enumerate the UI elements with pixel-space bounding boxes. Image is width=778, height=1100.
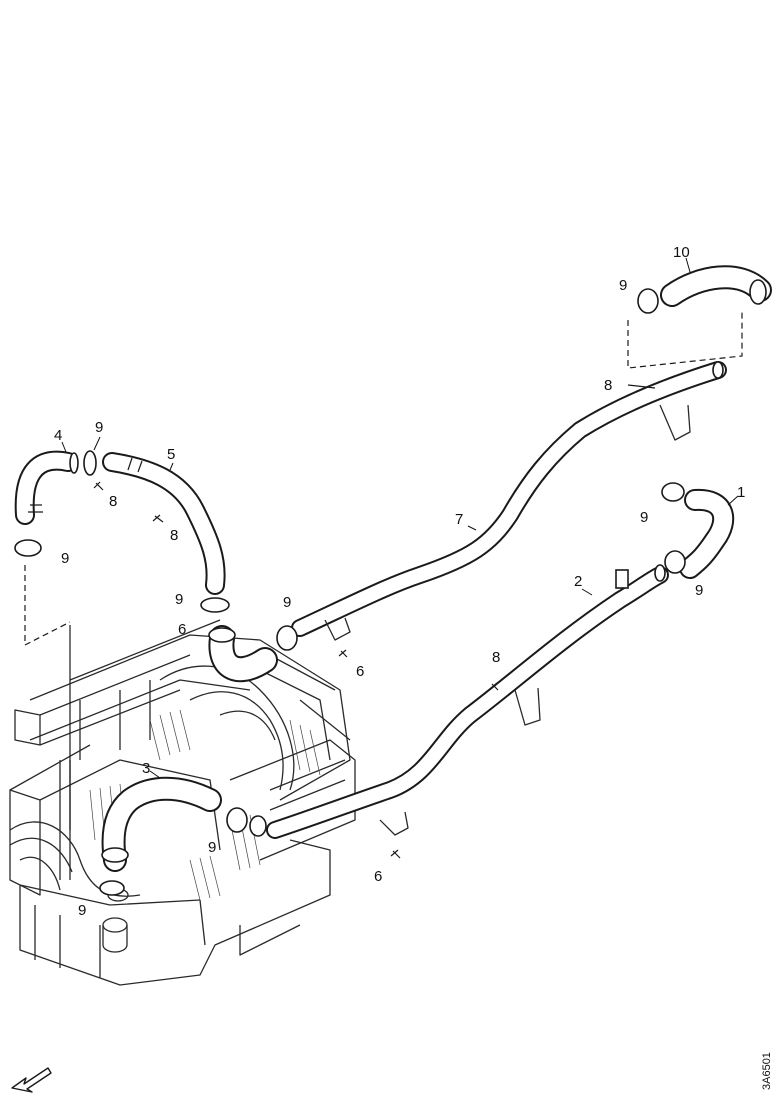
pipe-2 xyxy=(266,564,669,839)
callout-9: 9 xyxy=(61,550,69,567)
hose-3 xyxy=(101,776,222,872)
callout-6: 6 xyxy=(178,621,186,638)
callout-1: 1 xyxy=(737,484,745,501)
hose-4 xyxy=(14,450,78,525)
callout-6: 6 xyxy=(356,663,364,680)
callout-9: 9 xyxy=(619,277,627,294)
callout-5: 5 xyxy=(167,446,175,463)
callout-9: 9 xyxy=(175,591,183,608)
callout-9: 9 xyxy=(283,594,291,611)
callout-3: 3 xyxy=(142,760,150,777)
callout-8: 8 xyxy=(492,649,500,666)
callout-9: 9 xyxy=(640,509,648,526)
callout-labels: 10 9 8 4 9 5 8 8 9 7 1 9 2 9 9 9 6 6 8 3… xyxy=(54,244,745,919)
front-direction-arrow-icon xyxy=(11,1067,52,1093)
callout-8: 8 xyxy=(604,377,612,394)
hose-5 xyxy=(102,452,226,595)
callout-9: 9 xyxy=(78,902,86,919)
engine-block xyxy=(9,619,356,986)
callout-4: 4 xyxy=(54,427,62,444)
callout-7: 7 xyxy=(455,511,463,528)
callout-8: 8 xyxy=(170,527,178,544)
assembly-guide-lines xyxy=(24,310,743,660)
callout-10: 10 xyxy=(673,244,690,261)
hose-6-elbow xyxy=(208,625,278,683)
hose-10 xyxy=(660,265,772,307)
figure-reference-code: 3A6501 xyxy=(761,1052,773,1090)
callout-9: 9 xyxy=(95,419,103,436)
hose-1 xyxy=(679,488,735,579)
callout-9: 9 xyxy=(208,839,216,856)
callout-8: 8 xyxy=(109,493,117,510)
pipe-7 xyxy=(291,361,727,641)
callout-6: 6 xyxy=(374,868,382,885)
callout-2: 2 xyxy=(574,573,582,590)
callout-leaders xyxy=(61,257,739,779)
callout-9: 9 xyxy=(695,582,703,599)
bolts xyxy=(93,481,499,859)
hose-clamps xyxy=(14,288,686,896)
